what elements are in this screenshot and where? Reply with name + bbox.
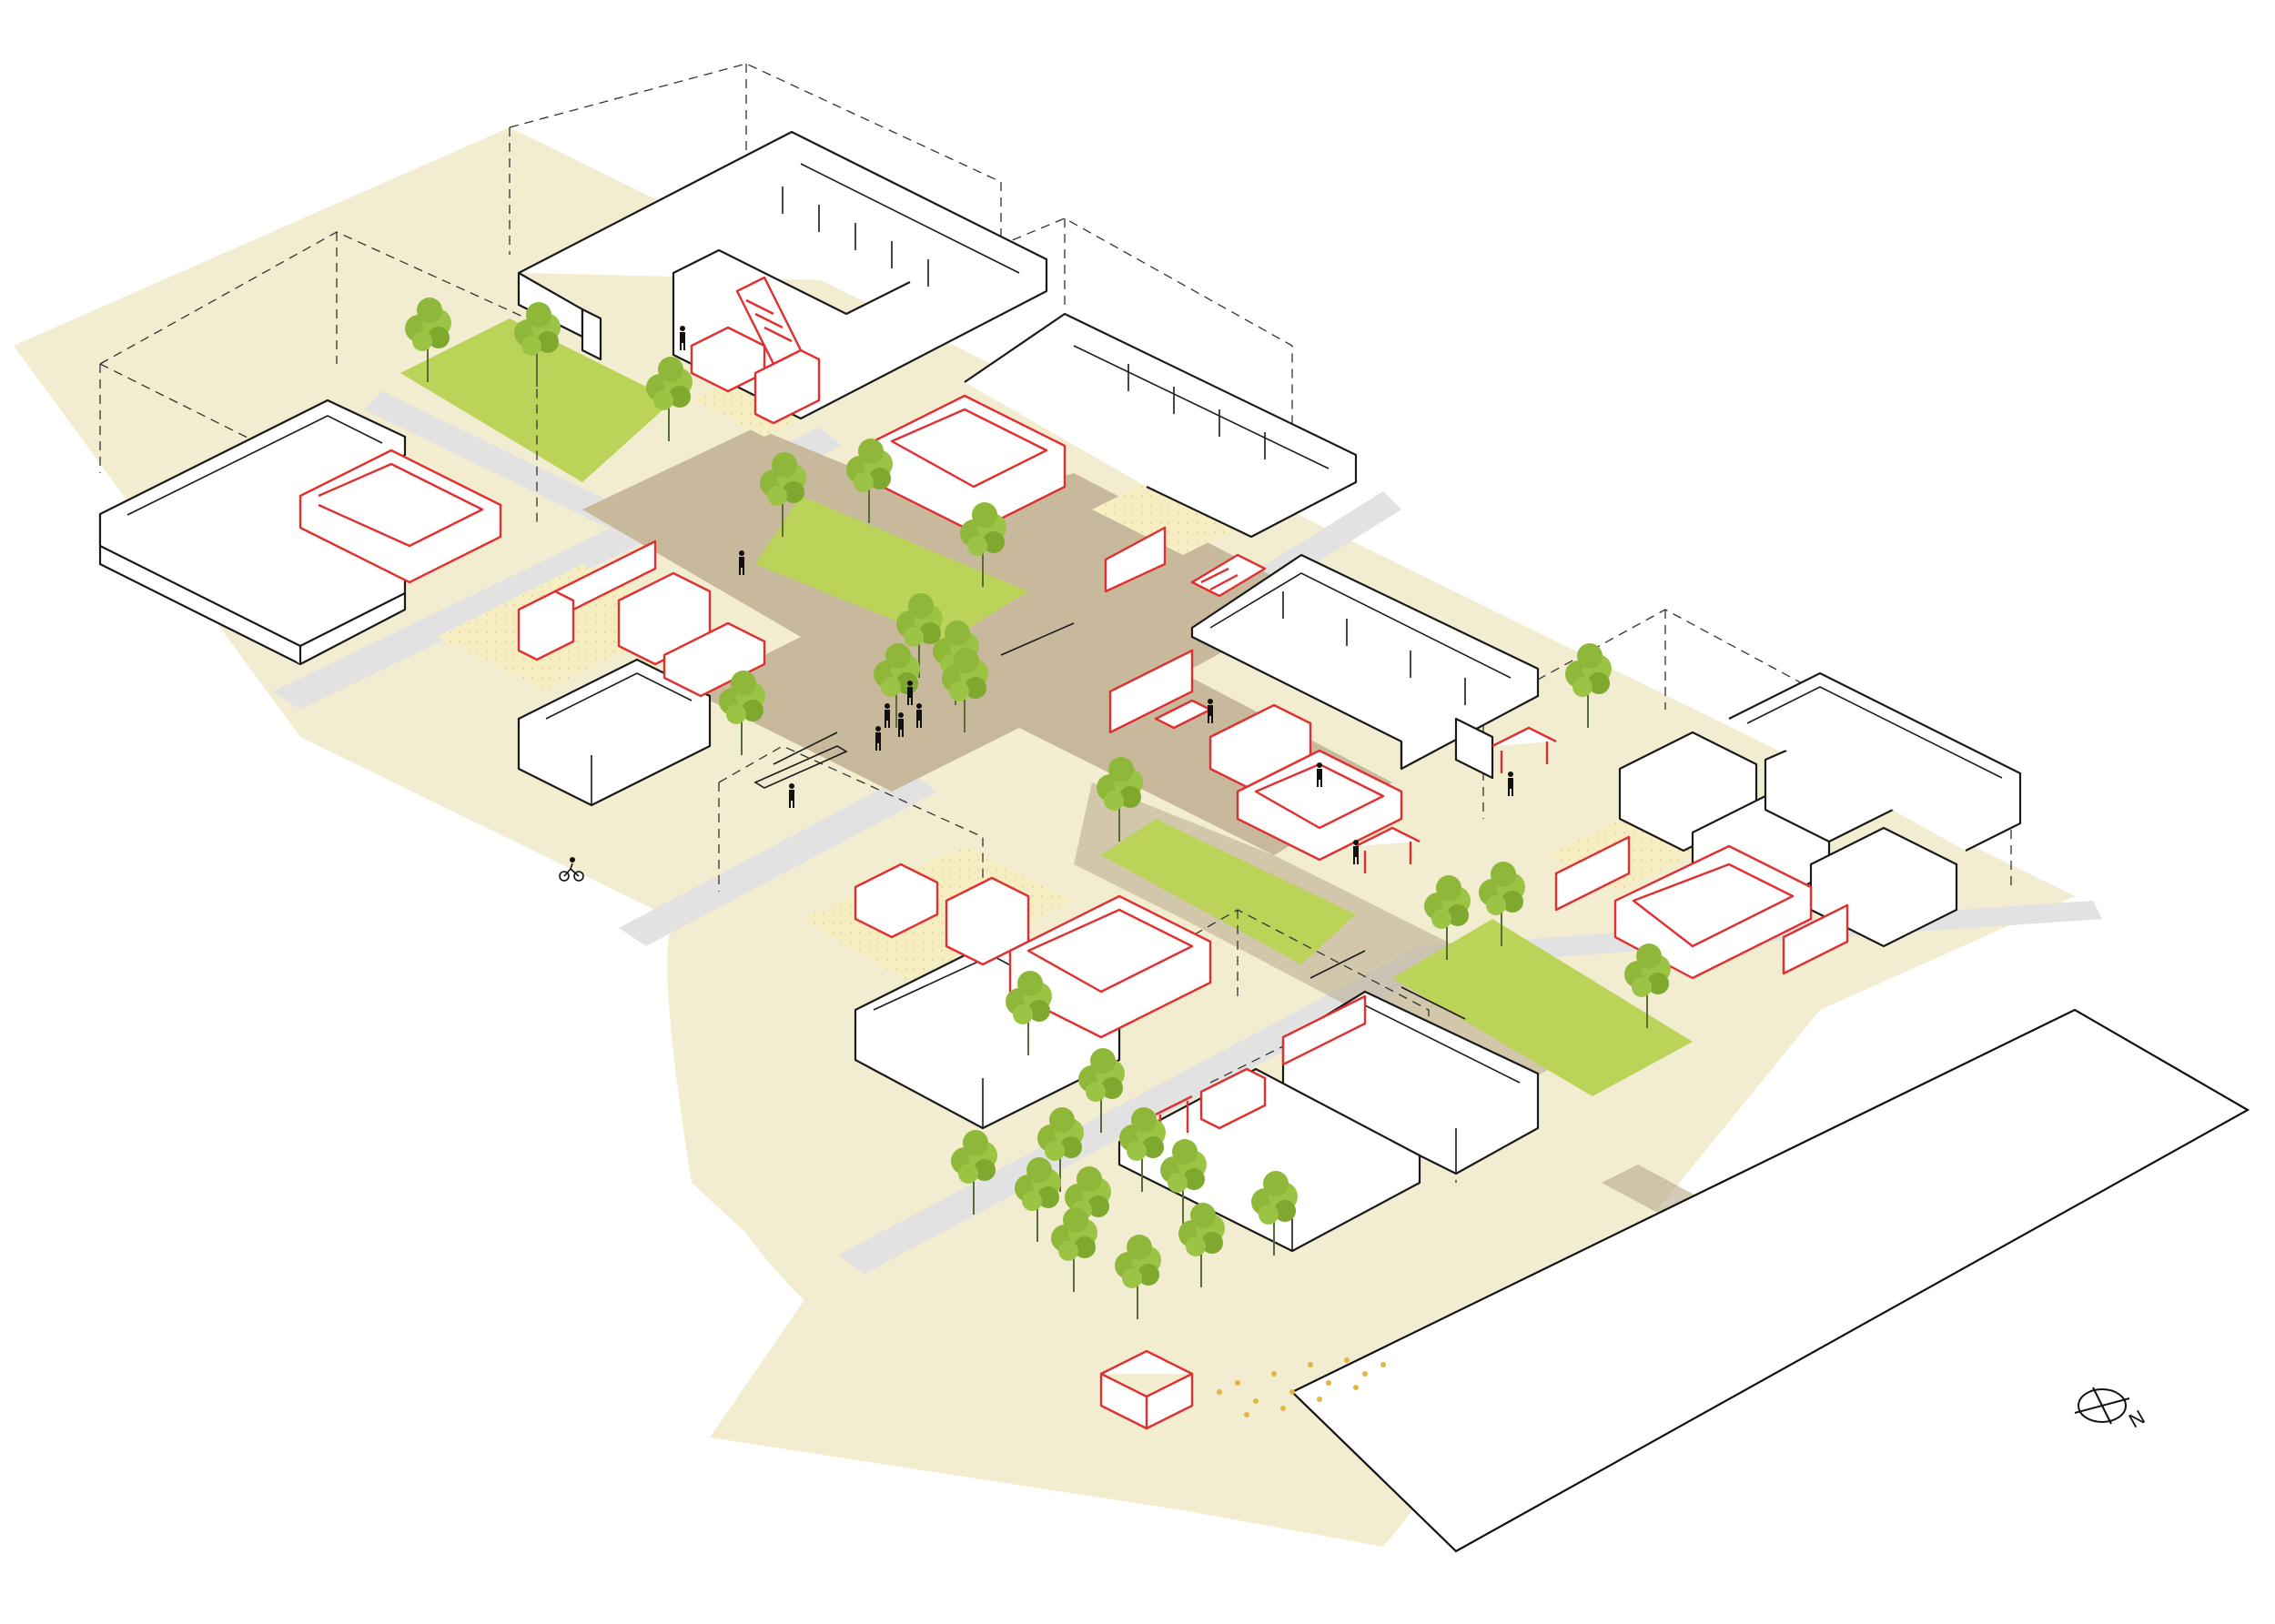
tree-icon — [1015, 1157, 1061, 1242]
red-block-right — [1782, 903, 1849, 975]
tree-icon — [646, 357, 693, 441]
building-upper-center — [517, 130, 1048, 420]
tree-icon — [1251, 1171, 1298, 1256]
bench-1 — [753, 745, 848, 789]
road-lower — [619, 773, 937, 946]
red-block-lower-4 — [1199, 1067, 1267, 1130]
buildings — [98, 130, 2022, 1253]
bench-3 — [1000, 622, 1075, 656]
lawn-upper-left — [400, 318, 673, 482]
red-courtyard-lower — [1008, 894, 1212, 1039]
red-frame-right — [1491, 726, 1557, 773]
tree-icon — [1479, 862, 1525, 946]
compass-icon — [2074, 1387, 2130, 1425]
tree-icon — [1115, 1235, 1161, 1319]
red-wall-plaza-right — [1108, 649, 1194, 734]
sand-lower-left — [673, 919, 1392, 1538]
tree-icon — [960, 502, 1006, 587]
person-icon — [739, 550, 744, 575]
red-interventions — [298, 276, 1849, 1430]
bicycle-icon — [559, 857, 584, 882]
building-center-right — [1190, 553, 1540, 780]
trees — [405, 298, 1671, 1319]
tree-icon — [1160, 1139, 1207, 1224]
red-block-upper-center-2 — [753, 348, 821, 425]
lawn-center — [755, 496, 1028, 641]
people — [680, 326, 1513, 864]
tree-icon — [1097, 757, 1143, 842]
person-icon — [1508, 772, 1513, 796]
lawn-lower-right — [1392, 919, 1693, 1096]
envelope-lower-center — [718, 745, 984, 928]
person-icon — [1317, 762, 1322, 787]
tree-icon — [405, 298, 451, 382]
building-cluster-right — [1618, 671, 2022, 948]
red-courtyard-center-right — [1236, 749, 1403, 862]
red-courtyard-upper-left — [298, 449, 502, 584]
building-left-small — [517, 658, 712, 807]
person-icon — [680, 326, 685, 350]
person-icon — [1208, 699, 1213, 723]
leaf-scatter — [1217, 1357, 1386, 1417]
tree-icon — [951, 1130, 997, 1215]
tree-icon — [1051, 1207, 1097, 1292]
tree-icon — [1178, 1203, 1225, 1287]
tree-icon — [719, 671, 765, 755]
tree-icon — [1424, 875, 1471, 960]
building-right-center-top — [964, 312, 1358, 539]
north-label: N — [2125, 1406, 2149, 1433]
tree-icon — [514, 302, 561, 387]
tree-icon — [1006, 971, 1052, 1055]
benches — [753, 622, 1466, 1020]
envelope-center-right — [955, 217, 1293, 473]
red-wall-center-right — [1104, 526, 1167, 593]
red-wall-right — [1554, 835, 1631, 912]
tree-icon — [760, 452, 806, 537]
tree-icon — [942, 648, 988, 732]
tree-icon — [1565, 643, 1612, 728]
person-icon — [898, 712, 904, 737]
person-icon — [916, 703, 922, 728]
red-frame-center — [1355, 826, 1421, 873]
red-box-bottom — [1099, 1349, 1194, 1430]
lawn-right-center — [1101, 819, 1356, 964]
bench-4 — [1309, 950, 1366, 979]
person-icon — [907, 681, 913, 705]
red-block-lower-3 — [1281, 994, 1367, 1066]
person-icon — [875, 726, 881, 751]
tree-icon — [896, 593, 943, 678]
red-stair-center — [1190, 553, 1267, 598]
tree-icon — [846, 439, 893, 523]
envelope-upper-center — [509, 63, 1002, 273]
empty-field — [1290, 1008, 2250, 1553]
red-block-lower-1 — [854, 862, 939, 939]
person-icon — [789, 783, 794, 808]
envelope-upper-left — [99, 231, 538, 528]
red-courtyard-right — [1613, 844, 1813, 980]
tree-icon — [1624, 943, 1671, 1028]
person-icon — [885, 703, 890, 728]
red-block-4 — [662, 621, 766, 698]
bench-5 — [1400, 986, 1466, 1020]
person-icon — [1353, 840, 1359, 864]
ground — [14, 127, 2250, 1553]
tree-icon — [1078, 1048, 1125, 1133]
bench-2 — [773, 731, 838, 765]
tree-icon — [1037, 1107, 1084, 1192]
tree-icon — [1119, 1107, 1166, 1192]
red-block-3 — [517, 590, 575, 661]
